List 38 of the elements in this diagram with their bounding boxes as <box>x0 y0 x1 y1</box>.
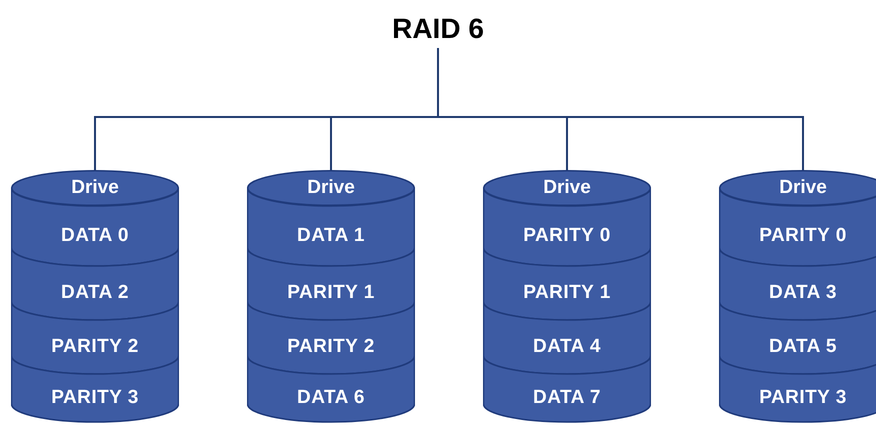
disk-segment <box>247 248 415 320</box>
node-label: RAID 6 <box>392 12 484 46</box>
drive-label: Drive <box>71 176 119 200</box>
disk-segment <box>719 248 876 320</box>
disk-cylinder <box>11 170 179 422</box>
segment-label: DATA 4 <box>533 334 601 359</box>
segment-label: PARITY 0 <box>759 224 847 248</box>
segment-label: PARITY 3 <box>759 386 847 410</box>
disk-segment <box>719 302 876 374</box>
disk-cylinder <box>483 170 651 422</box>
disk-cylinder <box>247 170 415 422</box>
segment-label: DATA 6 <box>297 386 365 410</box>
drive-label: Drive <box>543 176 591 200</box>
segment-label: PARITY 1 <box>523 280 611 305</box>
disk-segment <box>483 356 651 422</box>
disk-segment <box>247 356 415 422</box>
connector-line <box>437 48 804 170</box>
disk-segment <box>483 302 651 374</box>
segment-label: DATA 3 <box>769 280 837 305</box>
segment-label: DATA 5 <box>769 334 837 359</box>
segment-label: PARITY 2 <box>287 334 375 359</box>
segment-label: PARITY 3 <box>51 386 139 410</box>
disk-segment <box>11 356 179 422</box>
disk-segment <box>247 302 415 374</box>
segment-label: DATA 1 <box>297 224 365 248</box>
drive-label: Drive <box>307 176 355 200</box>
segment-label: PARITY 0 <box>523 224 611 248</box>
segment-label: DATA 2 <box>61 280 129 305</box>
segment-label: PARITY 1 <box>287 280 375 305</box>
segment-label: DATA 0 <box>61 224 129 248</box>
disk-cylinder <box>719 170 876 422</box>
segment-label: DATA 7 <box>533 386 601 410</box>
disk-segment <box>11 248 179 320</box>
disk-segment <box>719 356 876 422</box>
segment-label: PARITY 2 <box>51 334 139 359</box>
disk-segment <box>11 302 179 374</box>
drive-label: Drive <box>779 176 827 200</box>
disk-segment <box>483 248 651 320</box>
